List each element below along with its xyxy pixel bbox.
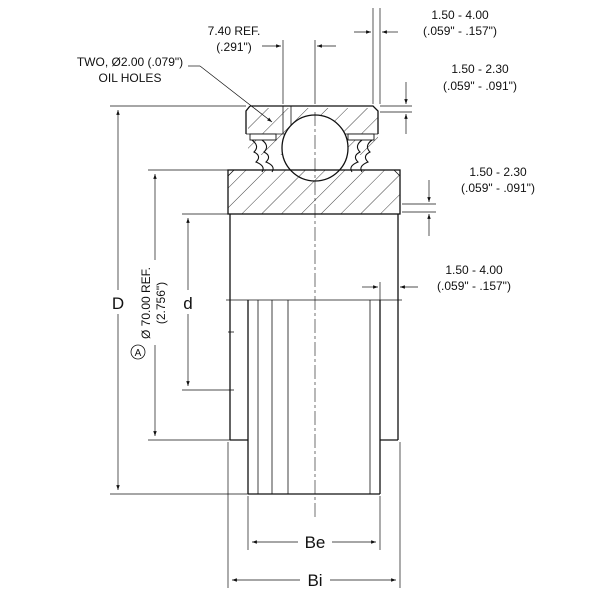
centerlines <box>314 112 316 520</box>
oil-hole-position-callout: 7.40 REF. (.291") <box>208 24 336 104</box>
oil-hole-position-text: 7.40 REF. <box>208 24 261 38</box>
bore-dimension: d <box>182 213 228 391</box>
sphere-diameter-dimension: Ø 70.00 REF. (2.756") A <box>130 169 230 441</box>
outer-diameter-label: D <box>112 294 124 313</box>
oil-hole-position-inch: (.291") <box>216 40 252 54</box>
top-gap-text: 1.50 - 4.00 <box>431 8 489 22</box>
bore-step-text: 1.50 - 4.00 <box>445 263 503 277</box>
seal-left <box>249 133 277 173</box>
oil-holes-text: TWO, Ø2.00 (.079") <box>77 55 183 69</box>
bore-label: d <box>183 294 192 313</box>
race-chamfer-callout: 1.50 - 2.30 (.059" - .091") <box>402 165 535 236</box>
seal-right <box>347 133 375 173</box>
inner-width-dimension: Bi <box>227 442 401 590</box>
sphere-marker: A <box>135 348 142 359</box>
inner-ring-body <box>226 214 402 495</box>
oil-holes-text-2: OIL HOLES <box>99 71 162 85</box>
outer-width-label: Be <box>305 533 326 552</box>
sphere-diameter-text: Ø 70.00 REF. <box>139 267 153 339</box>
top-gap-inch: (.059" - .157") <box>423 24 497 38</box>
outer-width-dimension: Be <box>247 496 381 552</box>
oil-holes-callout: TWO, Ø2.00 (.079") OIL HOLES <box>77 55 273 123</box>
inner-race-band <box>227 169 401 215</box>
bore-step-inch: (.059" - .157") <box>437 279 511 293</box>
sphere-diameter-inch-text: (2.756") <box>154 282 168 324</box>
bore-step-callout: 1.50 - 4.00 (.059" - .157") <box>362 263 511 300</box>
outer-chamfer-callout: 1.50 - 2.30 (.059" - .091") <box>380 62 517 134</box>
outer-diameter-dimension: D <box>110 105 248 495</box>
inner-width-label: Bi <box>307 571 322 590</box>
sphere-marker-circle <box>130 344 146 360</box>
outer-chamfer-text: 1.50 - 2.30 <box>451 62 509 76</box>
top-gap-callout: 1.50 - 4.00 (.059" - .157") <box>354 8 497 104</box>
outer-chamfer-inch: (.059" - .091") <box>443 79 517 93</box>
race-chamfer-inch: (.059" - .091") <box>461 181 535 195</box>
race-chamfer-text: 1.50 - 2.30 <box>469 165 527 179</box>
